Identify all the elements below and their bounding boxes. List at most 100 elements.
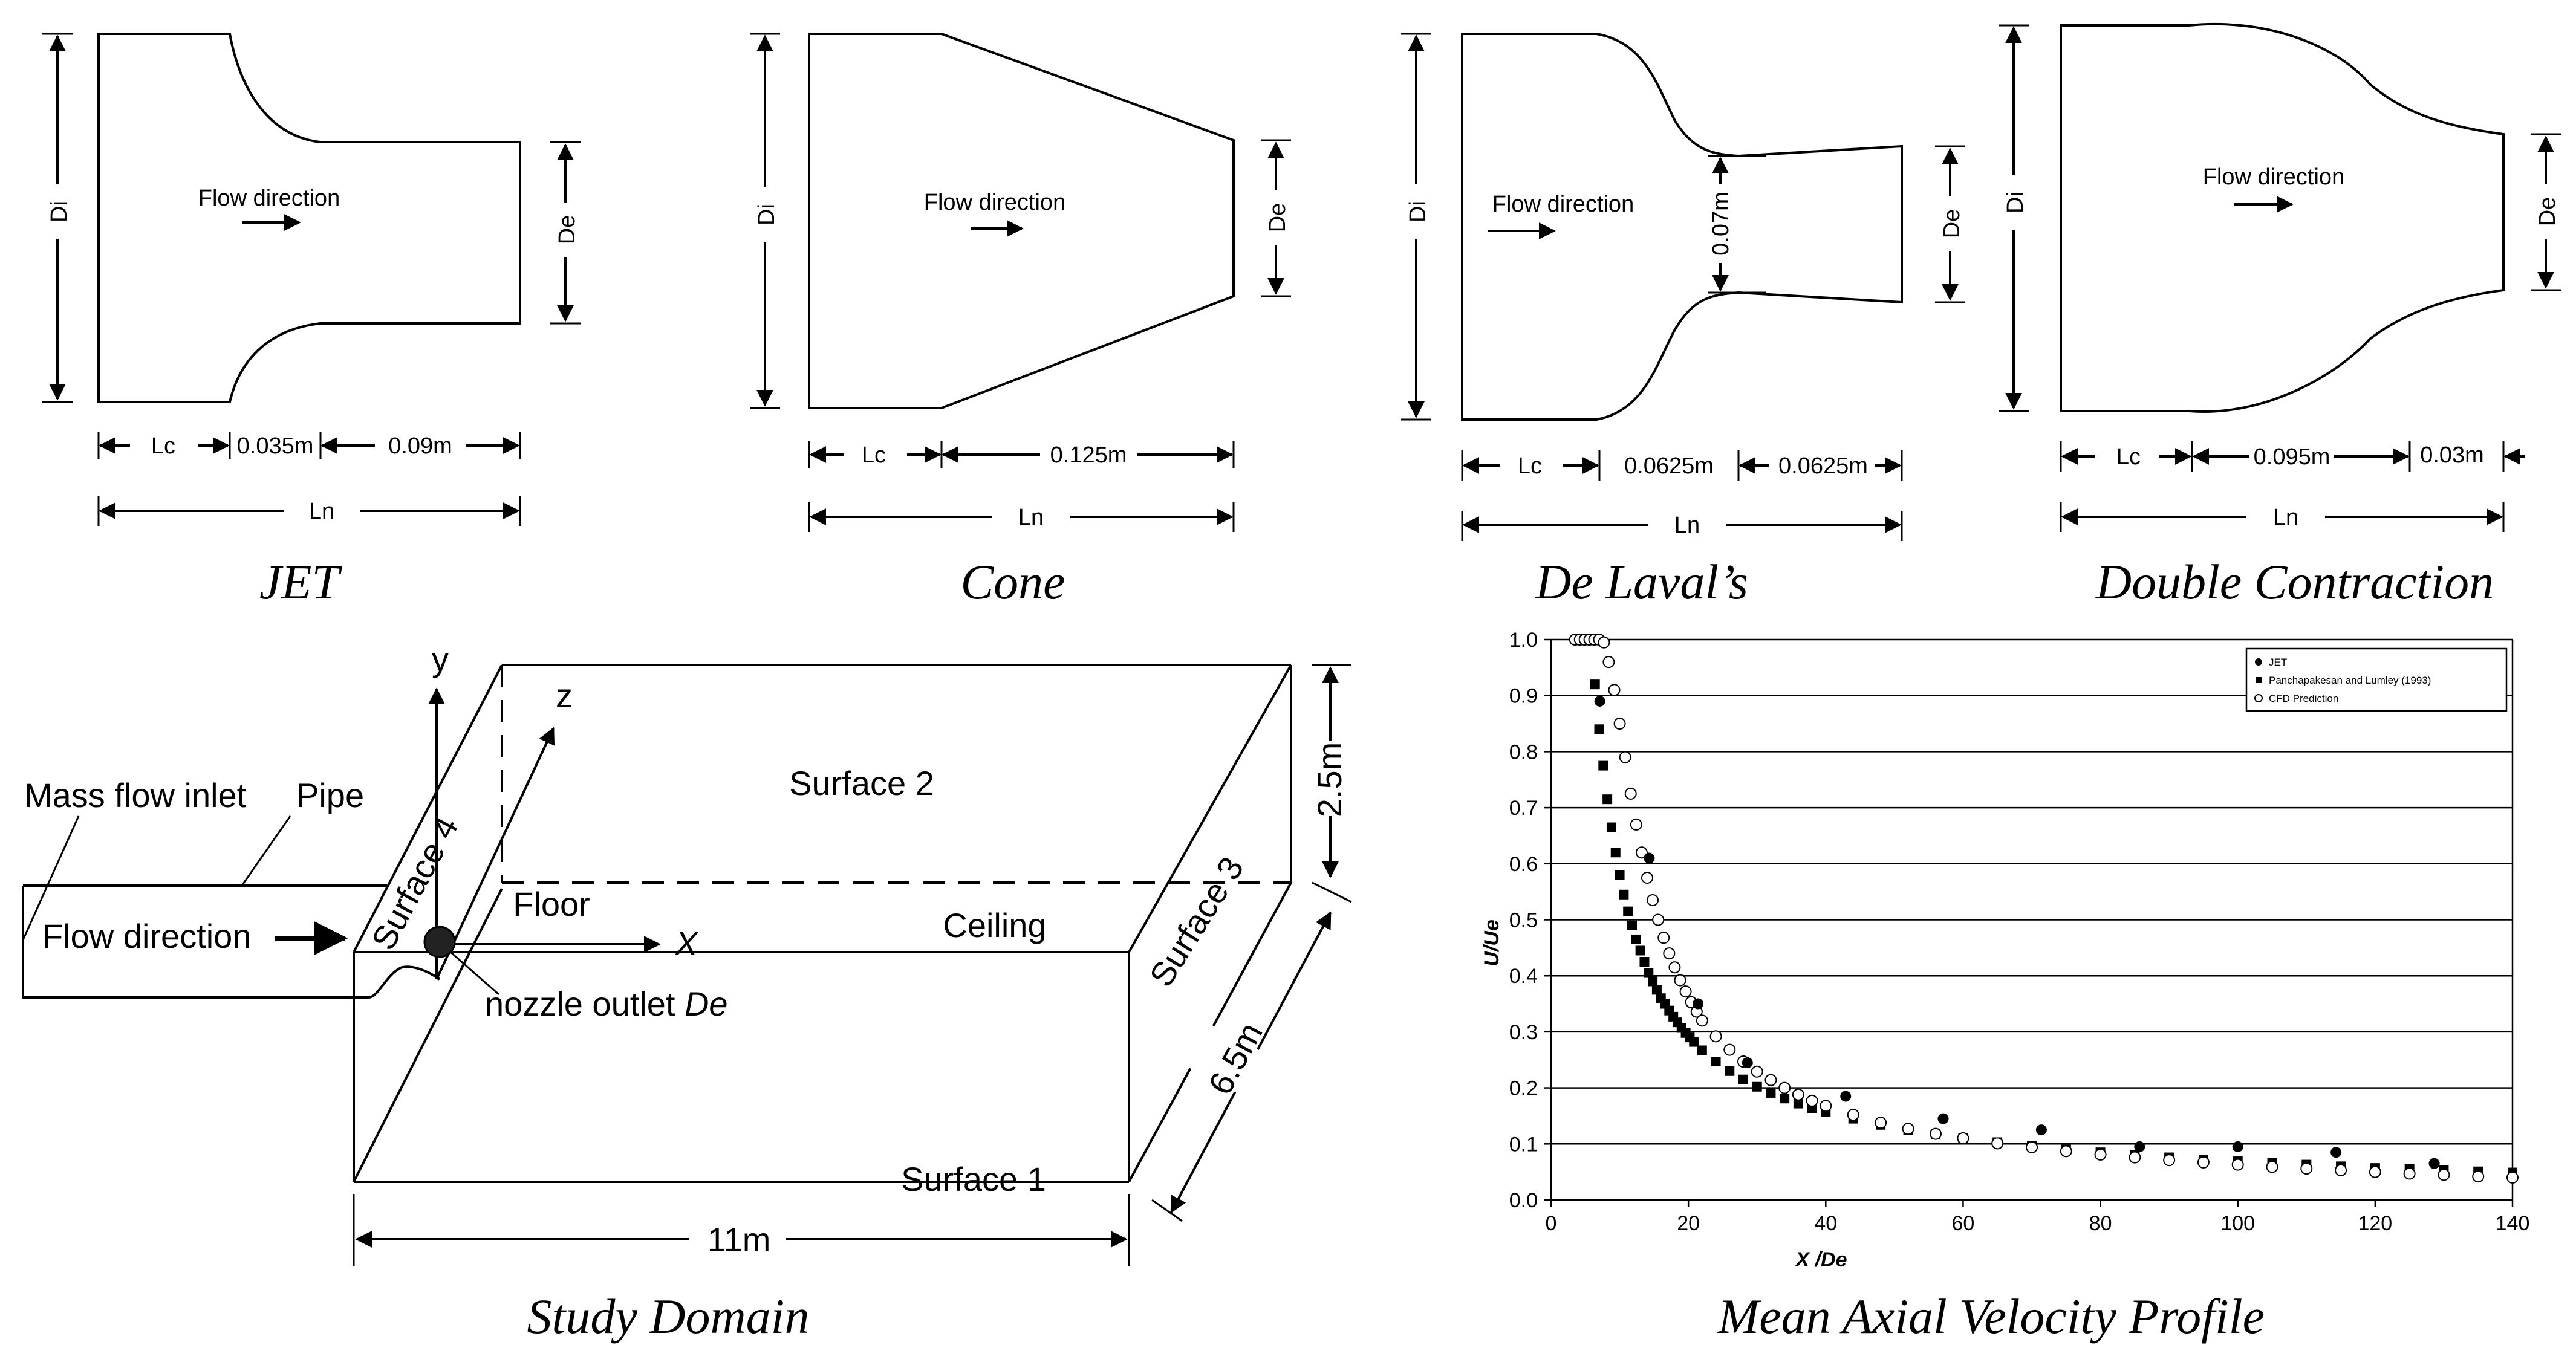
chart-point-cfd (2231, 1158, 2244, 1171)
jet-caption: JET (259, 554, 342, 609)
cone-lc-label: Lc (862, 442, 886, 468)
jet-de-label: De (555, 215, 580, 245)
chart-point-panchapakesan (1738, 1074, 1748, 1084)
chart-y-tick-label: 0.3 (1509, 1021, 1538, 1044)
double-de-label: De (2535, 197, 2560, 227)
chart-point-cfd (1792, 1088, 1804, 1101)
chart-point-cfd (1902, 1123, 1914, 1135)
cone-nozzle-diagram: Di De Flow direction Lc 0.125m Ln Cone (750, 33, 1291, 609)
chart-point-cfd (1991, 1137, 2004, 1150)
chart-point-cfd (2026, 1141, 2038, 1153)
double-contraction-outline (2060, 22, 2505, 413)
chart-caption: Mean Axial Velocity Profile (1717, 1289, 2265, 1344)
delaval-flow-label: Flow direction (1492, 192, 1634, 217)
chart-point-panchapakesan (1639, 957, 1650, 967)
cone-de-label: De (1265, 203, 1290, 233)
chart-point-cfd (1635, 846, 1648, 859)
double-contraction-diagram: Di De Flow direction Lc 0.095m 0.03m Ln … (1999, 22, 2561, 609)
chart-point-cfd (1657, 932, 1670, 944)
chart-x-tick-label: 100 (2220, 1212, 2255, 1235)
chart-point-cfd (1723, 1043, 1736, 1056)
chart-point-jet (2134, 1141, 2145, 1152)
z-axis (435, 727, 555, 980)
jet-flow-label: Flow direction (198, 186, 340, 211)
chart-point-cfd (2369, 1165, 2381, 1178)
chart-point-jet (2330, 1147, 2342, 1158)
chart-y-tick-label: 0.8 (1509, 741, 1538, 763)
chart-point-cfd (1847, 1109, 1859, 1121)
chart-point-panchapakesan (1594, 724, 1604, 734)
legend-label-panchapakesan: Panchapakesan and Lumley (1993) (2269, 675, 2431, 686)
chart-point-panchapakesan (1598, 760, 1608, 771)
double-seg1-label: 0.095m (2254, 444, 2330, 470)
chart-point-cfd (2266, 1161, 2278, 1173)
legend-label-cfd: CFD Prediction (2269, 693, 2338, 704)
surface3-label: Surface 3 (1142, 850, 1251, 993)
chart-point-panchapakesan (1644, 968, 1654, 978)
study-domain-caption: Study Domain (527, 1289, 810, 1344)
chart-point-jet (2232, 1141, 2243, 1152)
chart-point-panchapakesan (1725, 1066, 1735, 1076)
chart-point-cfd (2129, 1151, 2141, 1164)
chart-point-panchapakesan (1623, 906, 1633, 916)
chart-point-panchapakesan (1780, 1094, 1790, 1104)
depth-tick-bottom (1151, 1199, 1183, 1222)
chart-point-cfd (1668, 961, 1681, 974)
double-lc-label: Lc (2116, 444, 2141, 470)
chart-point-panchapakesan (1648, 976, 1658, 987)
chart-point-cfd (1709, 1030, 1722, 1043)
double-caption: Double Contraction (2095, 554, 2494, 609)
delaval-throat-label: 0.07m (1708, 192, 1734, 256)
chart-y-tick-label: 0.9 (1509, 685, 1538, 708)
chart-point-panchapakesan (1627, 920, 1638, 930)
chart-point-cfd (1930, 1127, 1942, 1140)
surface1-label: Surface 1 (901, 1160, 1046, 1198)
chart-point-cfd (2335, 1164, 2347, 1176)
chart-point-jet (1937, 1113, 1949, 1124)
double-flow-label: Flow direction (2203, 164, 2344, 190)
chart-point-cfd (1820, 1100, 1832, 1112)
chart-point-panchapakesan (1752, 1081, 1762, 1092)
chart-point-cfd (1619, 751, 1631, 763)
chart-y-tick-label: 0.4 (1509, 965, 1538, 988)
chart-y-tick-label: 0.7 (1509, 797, 1538, 820)
delaval-caption: De Laval’s (1535, 554, 1748, 609)
nozzle-outlet-label: nozzle outlet De (485, 985, 728, 1023)
chart-point-cfd (1751, 1065, 1763, 1078)
cone-caption: Cone (960, 554, 1065, 609)
x-axis-label: X (674, 924, 699, 962)
jet-nozzle-diagram: Di De Flow direction Lc 0.035m 0.09m Ln … (42, 33, 581, 609)
chart-x-tick-label: 80 (2089, 1212, 2112, 1235)
chart-point-cfd (2506, 1171, 2519, 1184)
chart-point-panchapakesan (1606, 822, 1616, 832)
floor-label: Floor (513, 885, 590, 923)
chart-point-panchapakesan (1689, 1037, 1699, 1047)
cone-flow-label: Flow direction (924, 190, 1065, 215)
chart-x-tick-label: 20 (1677, 1212, 1700, 1235)
chart-point-panchapakesan (1602, 794, 1613, 805)
delaval-nozzle-outline (1461, 33, 1903, 421)
legend-marker-panchapakesan (2256, 677, 2262, 683)
delaval-lc-label: Lc (1518, 453, 1542, 479)
chart-point-cfd (2300, 1162, 2313, 1175)
chart-point-jet (1840, 1091, 1852, 1102)
box-top-left-edge (353, 664, 503, 953)
cone-seg1-label: 0.125m (1050, 442, 1127, 468)
chart-point-cfd (1602, 656, 1615, 669)
chart-y-axis-title: U/Ue (1480, 919, 1503, 966)
chart-x-tick-label: 40 (1814, 1212, 1837, 1235)
box-bottom-left-hidden-edge (353, 888, 503, 1182)
chart-point-cfd (1624, 787, 1637, 800)
chart-y-tick-label: 0.5 (1509, 909, 1538, 932)
jet-seg1-label: 0.035m (237, 433, 314, 459)
chart-point-jet (1594, 695, 1605, 707)
mass-flow-inlet-label: Mass flow inlet (24, 776, 247, 814)
chart-point-cfd (1806, 1094, 1818, 1107)
delaval-seg1-label: 0.0625m (1624, 453, 1714, 479)
chart-point-panchapakesan (1711, 1057, 1721, 1067)
chart-x-tick-label: 0 (1546, 1212, 1557, 1235)
ceiling-label: Ceiling (943, 906, 1046, 944)
